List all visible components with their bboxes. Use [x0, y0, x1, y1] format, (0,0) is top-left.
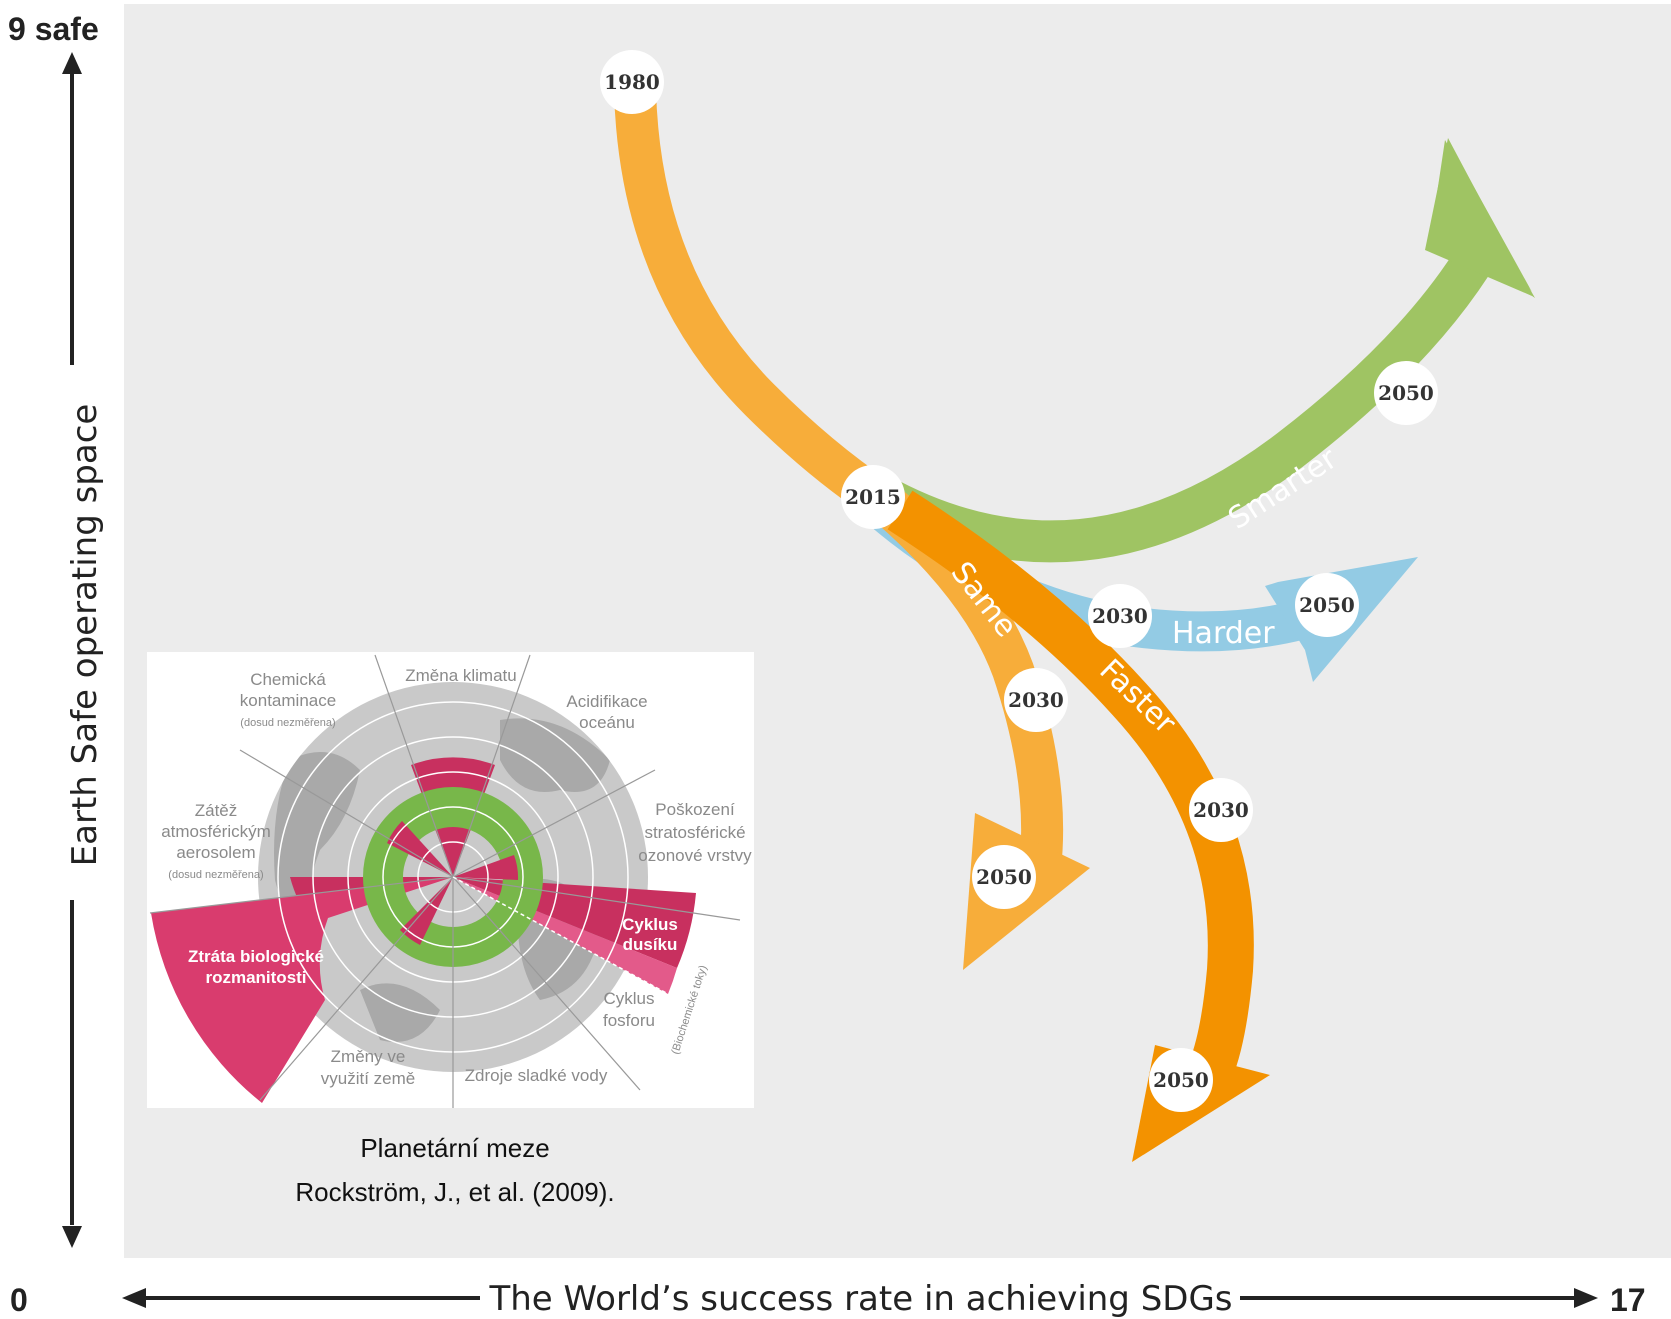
label-chemical-note: (dosud nezměřena)	[240, 717, 335, 729]
label-ozone-1: Poškození	[655, 800, 735, 819]
year-marker-harder-2030: 2030	[1088, 584, 1152, 648]
y-axis-top-label: 9 safe	[8, 11, 99, 47]
label-phosphorus-2: fosforu	[603, 1011, 655, 1030]
svg-text:2015: 2015	[845, 485, 901, 509]
y-axis: 9 safe Earth Safe operating space	[8, 11, 105, 1248]
label-land-use-1: Změny ve	[331, 1047, 406, 1066]
label-ozone-3: ozonové vrstvy	[638, 846, 752, 865]
svg-text:2030: 2030	[1193, 798, 1249, 822]
arrow-down-icon	[62, 1226, 82, 1248]
label-aerosol-2: atmosférickým	[161, 822, 271, 841]
label-climate: Změna klimatu	[405, 666, 516, 685]
label-ozone-2: stratosférické	[644, 823, 745, 842]
year-marker-smarter-2050: 2050	[1374, 361, 1438, 425]
year-marker-same-2030: 2030	[1004, 668, 1068, 732]
x-axis-title: The World’s success rate in achieving SD…	[488, 1279, 1232, 1319]
label-aerosol-3: aerosolem	[176, 843, 255, 862]
year-marker-same-2050: 2050	[972, 845, 1036, 909]
label-phosphorus-1: Cyklus	[603, 989, 654, 1008]
arrow-left-icon	[122, 1288, 146, 1308]
label-acidification-1: Acidifikace	[566, 692, 647, 711]
x-axis-end-label: 17	[1610, 1282, 1646, 1318]
arrow-right-icon	[1574, 1288, 1598, 1308]
svg-text:2030: 2030	[1092, 604, 1148, 628]
label-land-use-2: využití země	[321, 1069, 415, 1088]
svg-text:2050: 2050	[976, 865, 1032, 889]
figure-caption-source: Rockström, J., et al. (2009).	[295, 1177, 615, 1207]
label-nitrogen-2: dusíku	[623, 935, 678, 954]
svg-text:2050: 2050	[1378, 381, 1434, 405]
label-chemical-1: Chemická	[250, 670, 326, 689]
label-biodiversity-1: Ztráta biologické	[188, 947, 324, 966]
svg-text:2030: 2030	[1008, 688, 1064, 712]
x-axis-start-label: 0	[10, 1282, 28, 1318]
arrow-up-icon	[62, 52, 82, 74]
segment-biodiversity	[151, 877, 453, 1103]
label-chemical-2: kontaminace	[240, 691, 336, 710]
figure-caption-title: Planetární meze	[360, 1133, 550, 1163]
year-marker-1980: 1980	[600, 50, 664, 114]
year-marker-harder-2050: 2050	[1295, 573, 1359, 637]
year-marker-faster-2050: 2050	[1149, 1048, 1213, 1112]
svg-text:2050: 2050	[1299, 593, 1355, 617]
label-harder: Harder	[1172, 616, 1275, 651]
label-aerosol-1: Zátěž	[195, 801, 238, 820]
year-marker-2015: 2015	[841, 465, 905, 529]
label-nitrogen-1: Cyklus	[622, 915, 678, 934]
trajectory-history	[614, 89, 892, 518]
label-aerosol-note: (dosud nezměřena)	[168, 869, 263, 881]
svg-text:1980: 1980	[604, 70, 660, 94]
x-axis: 0 The World’s success rate in achieving …	[10, 1279, 1646, 1319]
y-axis-title: Earth Safe operating space	[65, 404, 105, 867]
label-acidification-2: oceánu	[579, 713, 635, 732]
label-biodiversity-2: rozmanitosti	[205, 968, 306, 987]
planetary-boundaries-figure: Změna klimatu Chemická kontaminace (dosu…	[147, 652, 754, 1108]
year-marker-faster-2030: 2030	[1189, 778, 1253, 842]
svg-text:2050: 2050	[1153, 1068, 1209, 1092]
trajectory-smarter	[861, 138, 1535, 563]
label-freshwater: Zdroje sladké vody	[465, 1066, 608, 1085]
